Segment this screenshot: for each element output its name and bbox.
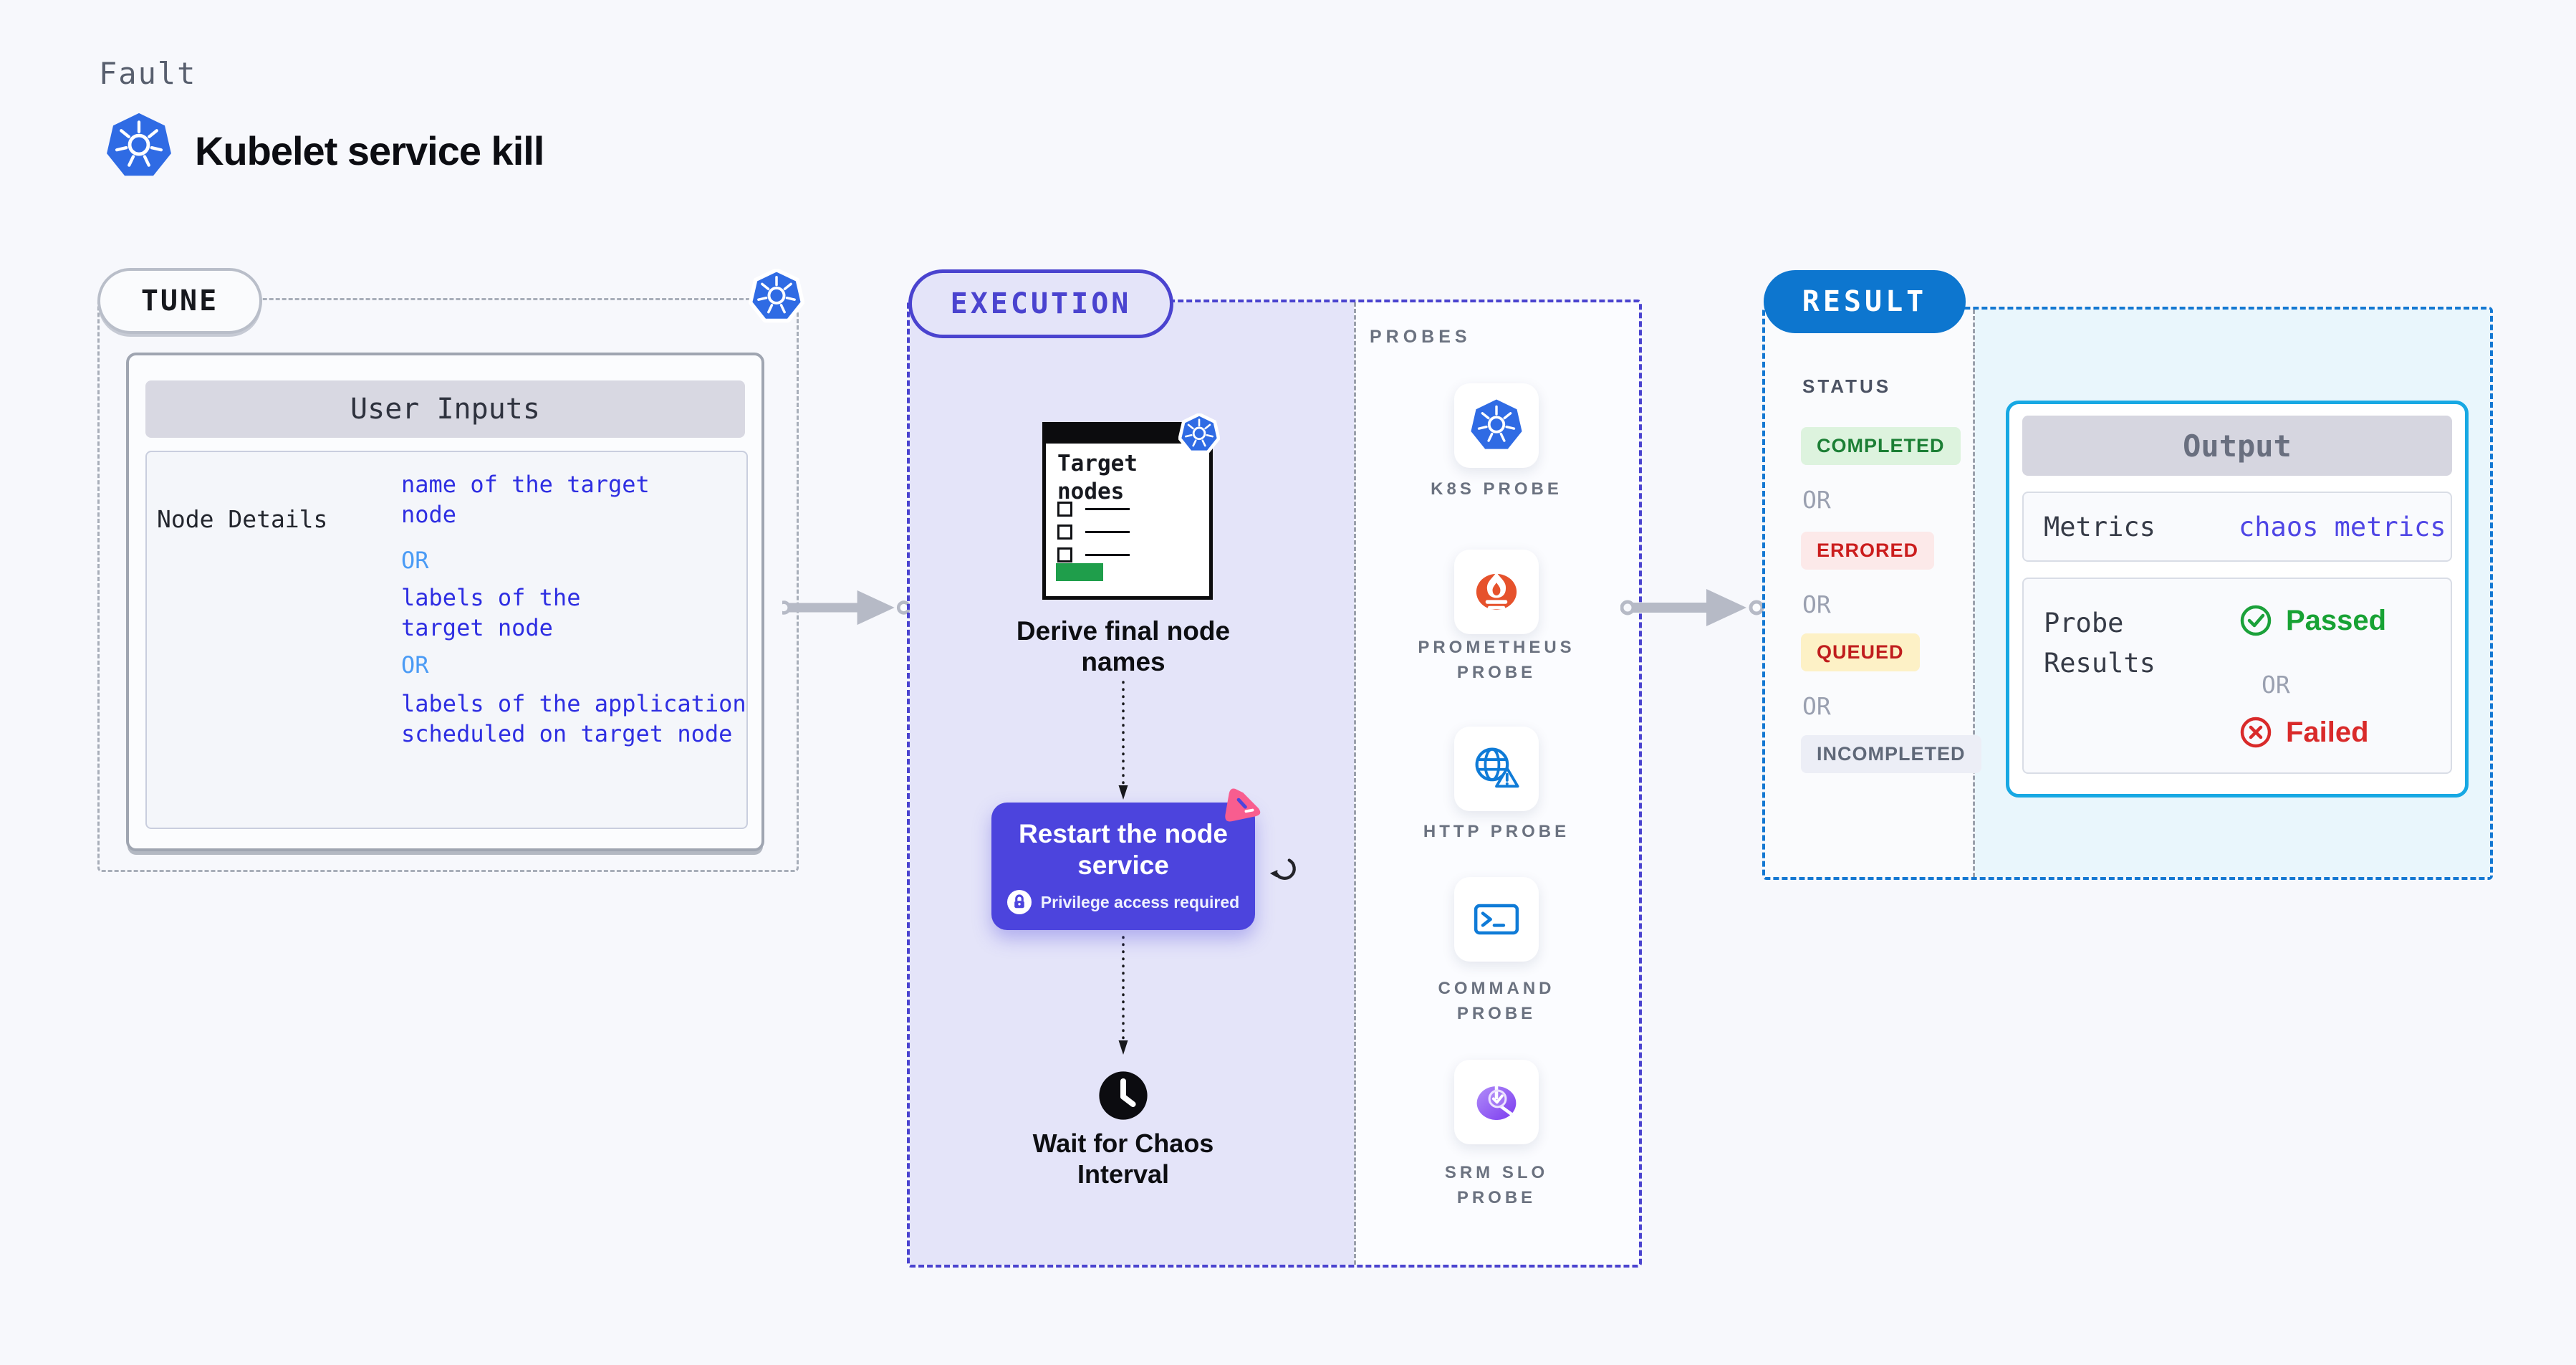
- probe-label: SRM SLO PROBE: [1444, 1163, 1549, 1207]
- probe-card-http: [1454, 727, 1539, 811]
- loop-icon: [1269, 858, 1296, 880]
- status-panel: [1765, 310, 1973, 877]
- output-card: Output Metrics chaos metrics Probe Resul…: [2006, 401, 2469, 798]
- restart-node-step: Restart the node service Privilege acces…: [991, 803, 1255, 930]
- passed-label: Passed: [2286, 604, 2387, 636]
- checkbox-row: [1057, 525, 1130, 540]
- check-circle-icon: [2240, 605, 2272, 636]
- probe-card-k8s: [1454, 383, 1539, 468]
- or-separator: OR: [401, 651, 429, 679]
- checkbox-row: [1057, 547, 1130, 562]
- status-badge-incompleted: INCOMPLETED: [1801, 735, 1981, 773]
- probe-results-label: Probe Results: [2044, 608, 2156, 679]
- probe-label: HTTP PROBE: [1423, 822, 1570, 841]
- privilege-row: Privilege access required: [991, 890, 1255, 914]
- tune-section: [97, 298, 799, 872]
- probe-label: COMMAND PROBE: [1438, 979, 1555, 1023]
- page-title: Kubelet service kill: [195, 128, 544, 173]
- status-badge-errored: ERRORED: [1801, 532, 1935, 570]
- step-derive-label: Derive final node names: [1016, 616, 1231, 676]
- chaos-badge-icon: [1225, 788, 1261, 822]
- or-separator: OR: [401, 547, 429, 574]
- kubernetes-icon: [1178, 413, 1220, 455]
- probe-label: PROMETHEUS PROBE: [1418, 638, 1575, 682]
- result-section: STATUS COMPLETED OR ERRORED OR QUEUED OR…: [1762, 307, 2493, 880]
- failed-row: Failed: [2239, 715, 2369, 749]
- tune-pill: TUNE: [97, 268, 262, 334]
- restart-step-label: Restart the node service: [1019, 819, 1228, 881]
- failed-label: Failed: [2286, 716, 2369, 748]
- user-inputs-card: User Inputs Node Details name of the tar…: [126, 353, 764, 851]
- probe-card-prometheus: [1454, 550, 1539, 634]
- metrics-label: Metrics: [2044, 512, 2156, 542]
- probe-card-command: [1454, 877, 1539, 962]
- option-node-labels: labels of the target node: [401, 584, 581, 641]
- arrow-right-icon: [782, 585, 915, 631]
- target-nodes-label: Target nodes: [1057, 451, 1138, 504]
- dotted-arrow-icon: [1116, 936, 1130, 1059]
- option-app-labels: labels of the application scheduled on t…: [401, 690, 746, 747]
- or-separator: OR: [1802, 692, 1831, 720]
- passed-row: Passed: [2239, 603, 2386, 638]
- prometheus-icon: [1469, 565, 1524, 619]
- fault-kicker: Fault: [99, 56, 197, 91]
- or-separator: OR: [1802, 590, 1831, 618]
- node-details-label: Node Details: [157, 505, 328, 533]
- step-wait-label: Wait for Chaos Interval: [1032, 1129, 1214, 1189]
- panel-divider: [1973, 310, 1975, 877]
- node-details-options: name of the target node OR labels of the…: [401, 469, 763, 749]
- status-heading: STATUS: [1802, 375, 1892, 397]
- or-separator: OR: [2262, 671, 2290, 699]
- execution-section: Target nodes Derive final node names Res…: [907, 300, 1642, 1268]
- probe-label: K8S PROBE: [1431, 479, 1562, 499]
- probe-card-srm-slo: [1454, 1060, 1539, 1144]
- privilege-note: Privilege access required: [1040, 892, 1240, 911]
- probe-results-row: Probe Results Passed OR Failed: [2022, 578, 2452, 774]
- or-separator: OR: [1802, 486, 1831, 514]
- output-title: Output: [2022, 416, 2452, 476]
- result-pill: RESULT: [1764, 270, 1966, 333]
- user-inputs-body: Node Details name of the target node OR …: [145, 451, 748, 829]
- kubernetes-icon: [749, 269, 804, 325]
- option-node-name: name of the target node: [401, 471, 650, 528]
- arrow-right-icon: [1620, 585, 1764, 631]
- lock-icon: [1006, 890, 1032, 914]
- panel-divider: [1354, 302, 1356, 1265]
- probes-heading: PROBES: [1370, 327, 1471, 347]
- kubernetes-icon: [105, 112, 173, 181]
- clock-icon: [1095, 1067, 1152, 1124]
- status-badge-queued: QUEUED: [1801, 633, 1920, 671]
- x-circle-icon: [2240, 717, 2272, 748]
- green-bar: [1056, 563, 1103, 581]
- terminal-icon: [1469, 892, 1524, 947]
- metrics-row: Metrics chaos metrics: [2022, 492, 2452, 562]
- kubernetes-icon: [1469, 398, 1524, 453]
- slo-gauge-icon: [1469, 1075, 1524, 1129]
- checkbox-row: [1057, 502, 1130, 517]
- dotted-arrow-icon: [1116, 681, 1130, 804]
- user-inputs-title: User Inputs: [145, 380, 745, 438]
- status-badge-completed: COMPLETED: [1801, 427, 1961, 465]
- execution-pill: EXECUTION: [908, 269, 1173, 338]
- metrics-value: chaos metrics: [2239, 512, 2446, 542]
- http-globe-icon: [1469, 742, 1524, 796]
